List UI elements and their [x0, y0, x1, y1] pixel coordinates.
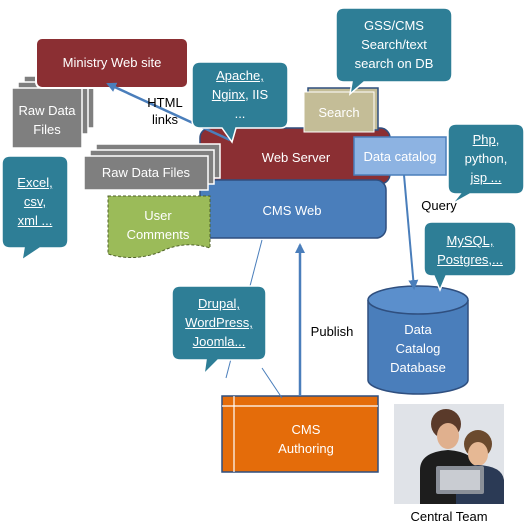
user-comments-label: User Comments	[126, 208, 190, 242]
mysql-callout-text: MySQL, Postgres,...	[424, 231, 516, 269]
search-box	[303, 87, 379, 133]
data-catalog-db-label: Data Catalog Database	[390, 322, 446, 375]
php-callout	[447, 123, 525, 205]
data-catalog-database	[367, 285, 469, 395]
query-label: Query	[421, 198, 457, 213]
excel-link[interactable]: Excel,	[17, 175, 53, 190]
raw-data-left-label: Raw Data Files	[18, 103, 76, 137]
drupal-callout-line	[261, 367, 283, 399]
cms-authoring-box	[221, 395, 379, 473]
apache-callout	[191, 61, 289, 144]
php-callout-text: Php, python, jsp ...	[448, 130, 524, 187]
drupal-link[interactable]: Drupal,	[198, 296, 240, 311]
postgres-link[interactable]: Postgres,...	[437, 252, 503, 267]
gss-callout	[335, 7, 453, 96]
apache-callout-text: Apache, Nginx, IIS ...	[192, 66, 288, 123]
user-comments-shape	[107, 195, 211, 258]
joomla-link[interactable]: Joomla...	[192, 334, 246, 349]
raw-data-mid-label: Raw Data Files	[101, 165, 191, 180]
gss-callout-text: GSS/CMS Search/text search on DB	[354, 18, 434, 71]
xml-link[interactable]: xml ...	[17, 213, 53, 228]
publish-label: Publish	[310, 324, 354, 339]
csv-link[interactable]: csv,	[23, 194, 47, 209]
drupal-callout-text: Drupal, WordPress, Joomla...	[172, 294, 266, 351]
jsp-link[interactable]: jsp ...	[470, 170, 502, 185]
apache-link[interactable]: Apache,	[216, 68, 264, 83]
data-catalog-label: Data catalog	[363, 149, 437, 164]
drupal-callout	[171, 285, 267, 377]
mysql-callout	[423, 221, 517, 292]
search-label: Search	[318, 105, 360, 120]
cms-web-label: CMS Web	[262, 203, 322, 218]
central-team-caption: Central Team	[410, 509, 488, 524]
html-links-arrow	[106, 82, 231, 142]
html-links-label: HTML links	[147, 95, 183, 127]
ministry-website-label: Ministry Web site	[62, 55, 162, 70]
wordpress-link[interactable]: WordPress,	[185, 315, 253, 330]
web-server-label: Web Server	[261, 150, 331, 165]
php-link[interactable]: Php	[472, 132, 496, 147]
excel-callout	[1, 155, 69, 262]
query-connector	[403, 174, 419, 290]
nginx-link[interactable]: Nginx	[211, 87, 246, 102]
raw-data-stack-mid	[83, 143, 221, 191]
cms-authoring-label: CMS Authoring	[278, 422, 334, 456]
excel-callout-text: Excel, csv, xml ...	[2, 173, 68, 230]
data-catalog-box	[353, 136, 447, 176]
mysql-link[interactable]: MySQL,	[446, 233, 494, 248]
central-team-photo	[394, 404, 504, 504]
